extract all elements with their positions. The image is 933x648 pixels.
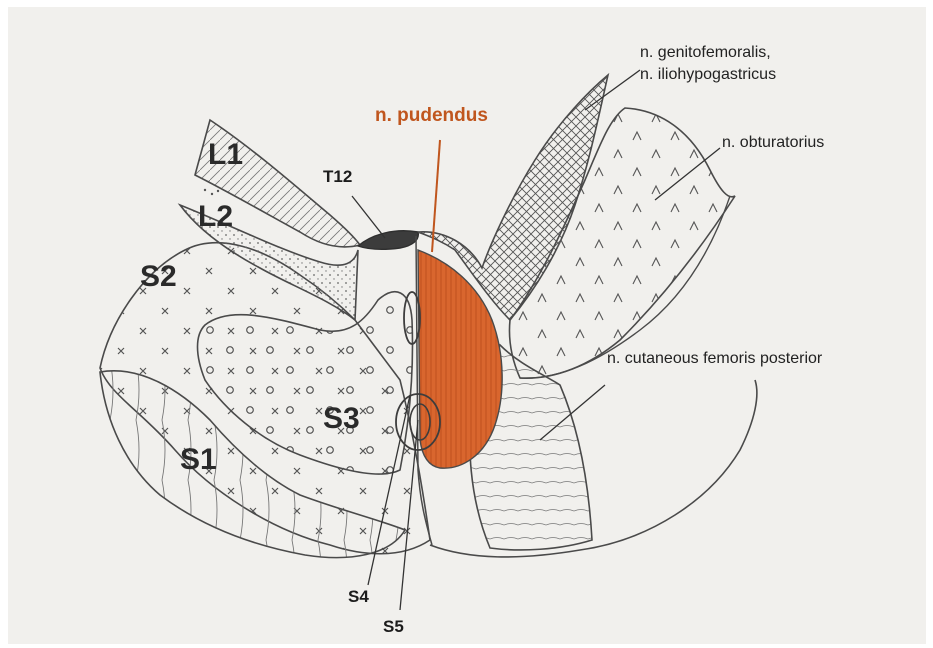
genitofemoralis-line1: n. genitofemoralis, [640, 42, 776, 64]
genitofemoralis-line2: n. iliohypogastricus [640, 64, 776, 86]
pudendus-label: n. pudendus [375, 106, 488, 125]
s5-label: S5 [383, 618, 404, 635]
s4-label: S4 [348, 588, 369, 605]
genitofemoralis-label: n. genitofemoralis, n. iliohypogastricus [640, 42, 776, 86]
obturatorius-label: n. obturatorius [722, 132, 824, 154]
s2-label: S2 [140, 262, 177, 292]
l2-label: L2 [198, 202, 233, 232]
s3-label: S3 [323, 404, 360, 434]
cutaneous-femoris-label: n. cutaneous femoris posterior [607, 348, 822, 370]
s1-label: S1 [180, 445, 217, 475]
t12-label: T12 [323, 168, 352, 185]
l1-label: L1 [208, 140, 243, 170]
